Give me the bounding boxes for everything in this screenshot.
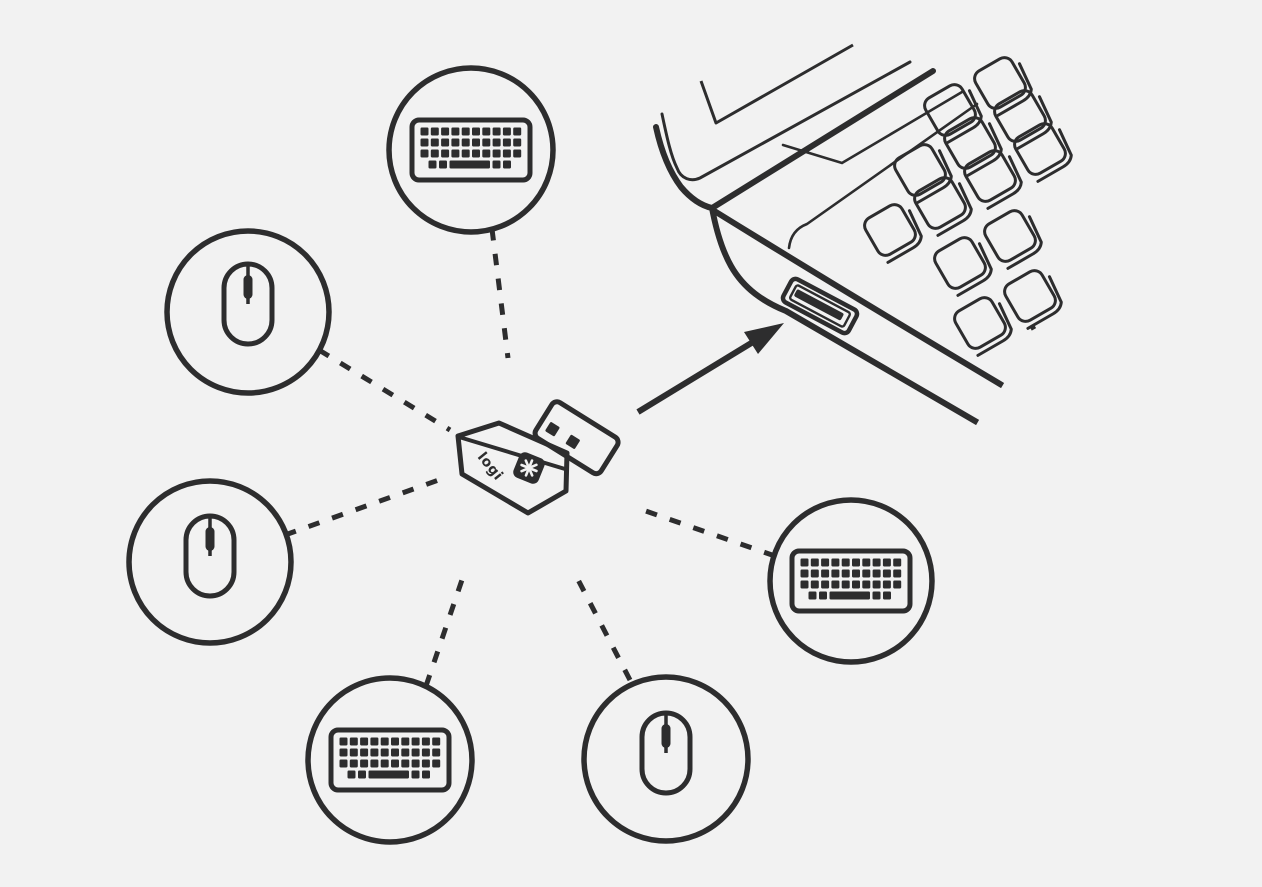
connector-mouse-bottom xyxy=(570,568,633,682)
laptop-hinge-step-line xyxy=(781,90,964,165)
device-node-mouse-upper-left xyxy=(164,228,332,396)
device-node-keyboard-top xyxy=(386,65,556,235)
mouse-icon xyxy=(224,264,272,344)
laptop-keyboard-keys xyxy=(859,50,1078,359)
connection-lines xyxy=(284,228,776,687)
device-nodes xyxy=(126,65,935,845)
connector-keyboard-right xyxy=(636,505,776,559)
laptop-screen-edge-outer xyxy=(660,60,912,182)
mouse-icon xyxy=(186,516,234,596)
laptop-screen-edge-inner xyxy=(699,43,854,125)
connector-keyboard-top xyxy=(489,228,511,359)
keyboard-icon xyxy=(412,120,530,180)
connector-mouse-upper-left xyxy=(317,347,452,433)
laptop-keyboard-well-edge xyxy=(787,102,979,250)
device-node-mouse-left xyxy=(126,478,294,646)
laptop-hinge-edge xyxy=(653,68,936,212)
laptop-bottom-edge xyxy=(708,204,980,426)
unifying-asterisk-icon xyxy=(513,452,545,484)
connector-keyboard-bottom-left xyxy=(423,567,469,687)
keyboard-icon xyxy=(331,730,449,790)
laptop-deck-front-edge xyxy=(711,207,1005,389)
mouse-icon xyxy=(642,713,690,793)
insert-arrow xyxy=(636,323,784,415)
keyboard-icon xyxy=(792,551,910,611)
laptop-illustration xyxy=(653,43,1078,426)
usb-receiver: logi xyxy=(455,399,621,516)
receiver-brand-label: logi xyxy=(474,449,506,483)
device-node-keyboard-bottom-left xyxy=(305,675,475,845)
device-node-mouse-bottom xyxy=(581,674,751,844)
device-node-keyboard-right xyxy=(767,497,935,665)
connector-mouse-left xyxy=(284,474,448,538)
laptop-usb-port xyxy=(780,276,860,336)
